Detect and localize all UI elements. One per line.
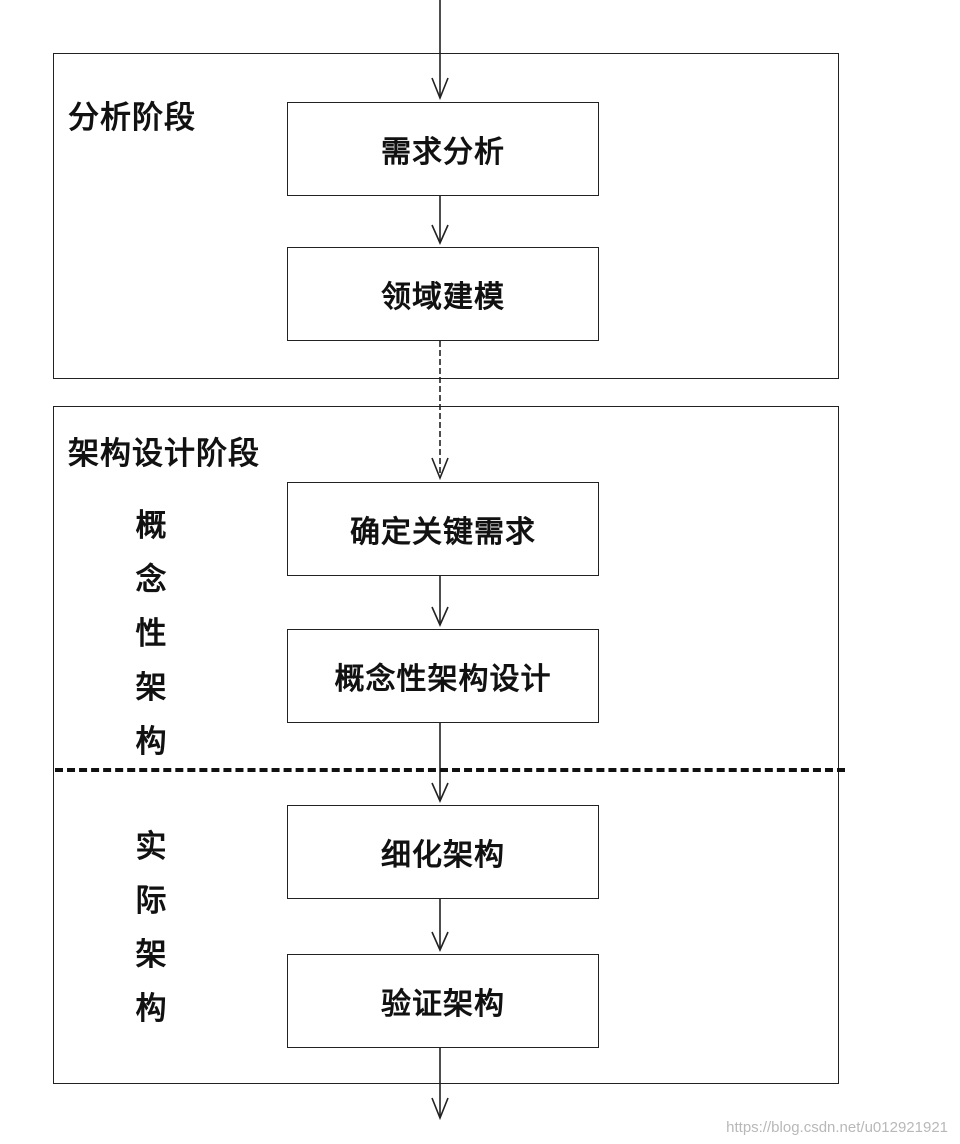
conceptual-char: 架 (135, 670, 167, 706)
stage-divider-dashed-line (55, 768, 845, 772)
conceptual-char: 构 (135, 724, 167, 760)
conceptual-architecture-design-box: 概念性架构设计 (287, 629, 599, 723)
architecture-phase-region (53, 406, 839, 1084)
validate-architecture-box: 验证架构 (287, 954, 599, 1048)
conceptual-char: 性 (135, 616, 167, 652)
analysis-phase-label: 分析阶段 (68, 100, 196, 136)
architecture-phase-label: 架构设计阶段 (68, 436, 260, 472)
refine-architecture-box: 细化架构 (287, 805, 599, 899)
actual-char: 际 (135, 883, 167, 919)
actual-char: 实 (135, 829, 167, 865)
arrow-exit-head (431, 1097, 449, 1121)
key-requirements-box: 确定关键需求 (287, 482, 599, 576)
watermark: https://blog.csdn.net/u012921921 (726, 1119, 948, 1136)
conceptual-architecture-label: 概 念 性 架 构 (131, 499, 171, 769)
conceptual-char: 念 (135, 562, 167, 598)
domain-modeling-box: 领域建模 (287, 247, 599, 341)
actual-architecture-label: 实 际 架 构 (131, 820, 171, 1036)
actual-char: 架 (135, 937, 167, 973)
analysis-phase-region (53, 53, 839, 379)
conceptual-char: 概 (135, 508, 167, 544)
actual-char: 构 (135, 991, 167, 1027)
requirements-analysis-box: 需求分析 (287, 102, 599, 196)
